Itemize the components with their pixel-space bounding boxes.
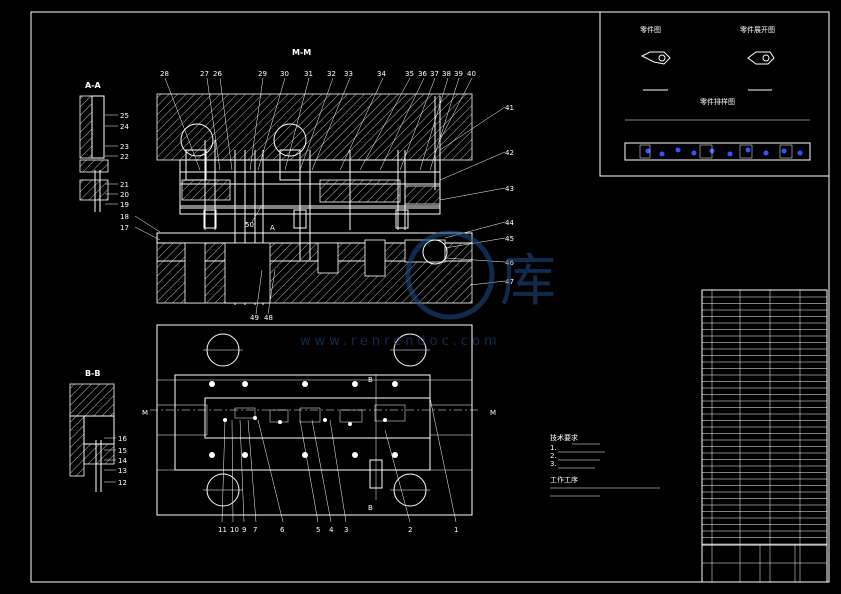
callout-label: 45 — [505, 235, 514, 243]
callout-label: 20 — [120, 191, 129, 199]
callout-label: 14 — [118, 457, 127, 465]
callout-label: 25 — [120, 112, 129, 120]
callout-label: 40 — [467, 70, 476, 78]
callout-label: 3 — [344, 526, 348, 534]
callout-label: M — [142, 409, 148, 417]
callout-label: 46 — [505, 259, 514, 267]
callout-label: 23 — [120, 143, 129, 151]
part-unfold-title: 零件展开图 — [740, 25, 775, 34]
work-process-title: 工作工序 — [550, 475, 578, 484]
callout-label: 18 — [120, 213, 129, 221]
callout-label: 26 — [213, 70, 222, 78]
callout-label: 19 — [120, 201, 129, 209]
tech-notes-title: 技术要求 — [550, 433, 578, 442]
callout-label: 15 — [118, 447, 127, 455]
callout-label: 43 — [505, 185, 514, 193]
callout-label: 7 — [253, 526, 257, 534]
callout-label: 36 — [418, 70, 427, 78]
callout-label: 1. — [550, 444, 557, 452]
callout-label: 24 — [120, 123, 129, 131]
callout-label: 4 — [329, 526, 334, 534]
callout-label: 34 — [377, 70, 386, 78]
callout-label: 3. — [550, 460, 557, 468]
callout-label: 37 — [430, 70, 439, 78]
callout-label: 31 — [304, 70, 313, 78]
callout-label: 22 — [120, 153, 129, 161]
lower-die-shoe — [156, 260, 473, 304]
callout-label: B — [368, 504, 373, 512]
title-block — [701, 544, 828, 583]
callout-label: 47 — [505, 278, 514, 286]
callout-label: A-A — [85, 81, 102, 90]
watermark-glyph: 库 — [500, 249, 556, 314]
callout-label: M — [490, 409, 496, 417]
callout-label: 6 — [280, 526, 285, 534]
watermark: 库 www.renrendoc.com — [300, 230, 556, 349]
callout-label: 48 — [264, 314, 273, 322]
watermark-url: www.renrendoc.com — [300, 334, 501, 349]
callout-label: 27 — [200, 70, 209, 78]
callout-label: 28 — [160, 70, 169, 78]
callout-label: 29 — [258, 70, 267, 78]
upper-die-block — [156, 93, 473, 161]
callout-label: 21 — [120, 181, 129, 189]
callout-label: 30 — [280, 70, 289, 78]
plan-view: B B M M 11 10 9 7 6 5 4 3 2 1 — [142, 324, 496, 534]
callout-label: 33 — [344, 70, 353, 78]
callout-label: 44 — [505, 219, 514, 227]
callout-label: 50 — [245, 221, 254, 229]
callout-label: 39 — [454, 70, 463, 78]
callout-label: 17 — [120, 224, 129, 232]
section-b-view: B-B 16 15 14 13 12 — [69, 369, 127, 492]
callout-label: 41 — [505, 104, 514, 112]
callout-label: 35 — [405, 70, 414, 78]
part-drawing-title: 零件图 — [640, 25, 661, 34]
main-section-title: M-M — [292, 48, 311, 57]
drawing-frame — [30, 11, 830, 583]
part-inset: 零件图 零件展开图 零件排样图 — [599, 11, 830, 177]
callout-label: 11 — [218, 526, 227, 534]
callout-label: 13 — [118, 467, 127, 475]
callout-label: 38 — [442, 70, 451, 78]
parts-list-table — [701, 289, 828, 583]
callout-label: 42 — [505, 149, 514, 157]
callout-label: 49 — [250, 314, 259, 322]
callout-label: B — [368, 376, 373, 384]
callout-label: 32 — [327, 70, 336, 78]
callout-label: 9 — [242, 526, 246, 534]
callout-label: A — [270, 224, 275, 232]
strip-layout-title: 零件排样图 — [700, 97, 735, 106]
main-section-view: M-M — [156, 48, 514, 322]
callout-label: 5 — [316, 526, 320, 534]
callout-label: 10 — [230, 526, 239, 534]
callout-label: 1 — [454, 526, 458, 534]
callout-label: 12 — [118, 479, 127, 487]
callout-label: 2. — [550, 452, 557, 460]
technical-notes: 技术要求 1. 2. 3. 工作工序 — [550, 433, 660, 497]
callout-label: 16 — [118, 435, 127, 443]
section-a-view: A-A 25 24 23 22 21 20 19 18 17 — [79, 81, 161, 241]
callout-label: B-B — [85, 369, 101, 378]
callout-label: 2 — [408, 526, 412, 534]
